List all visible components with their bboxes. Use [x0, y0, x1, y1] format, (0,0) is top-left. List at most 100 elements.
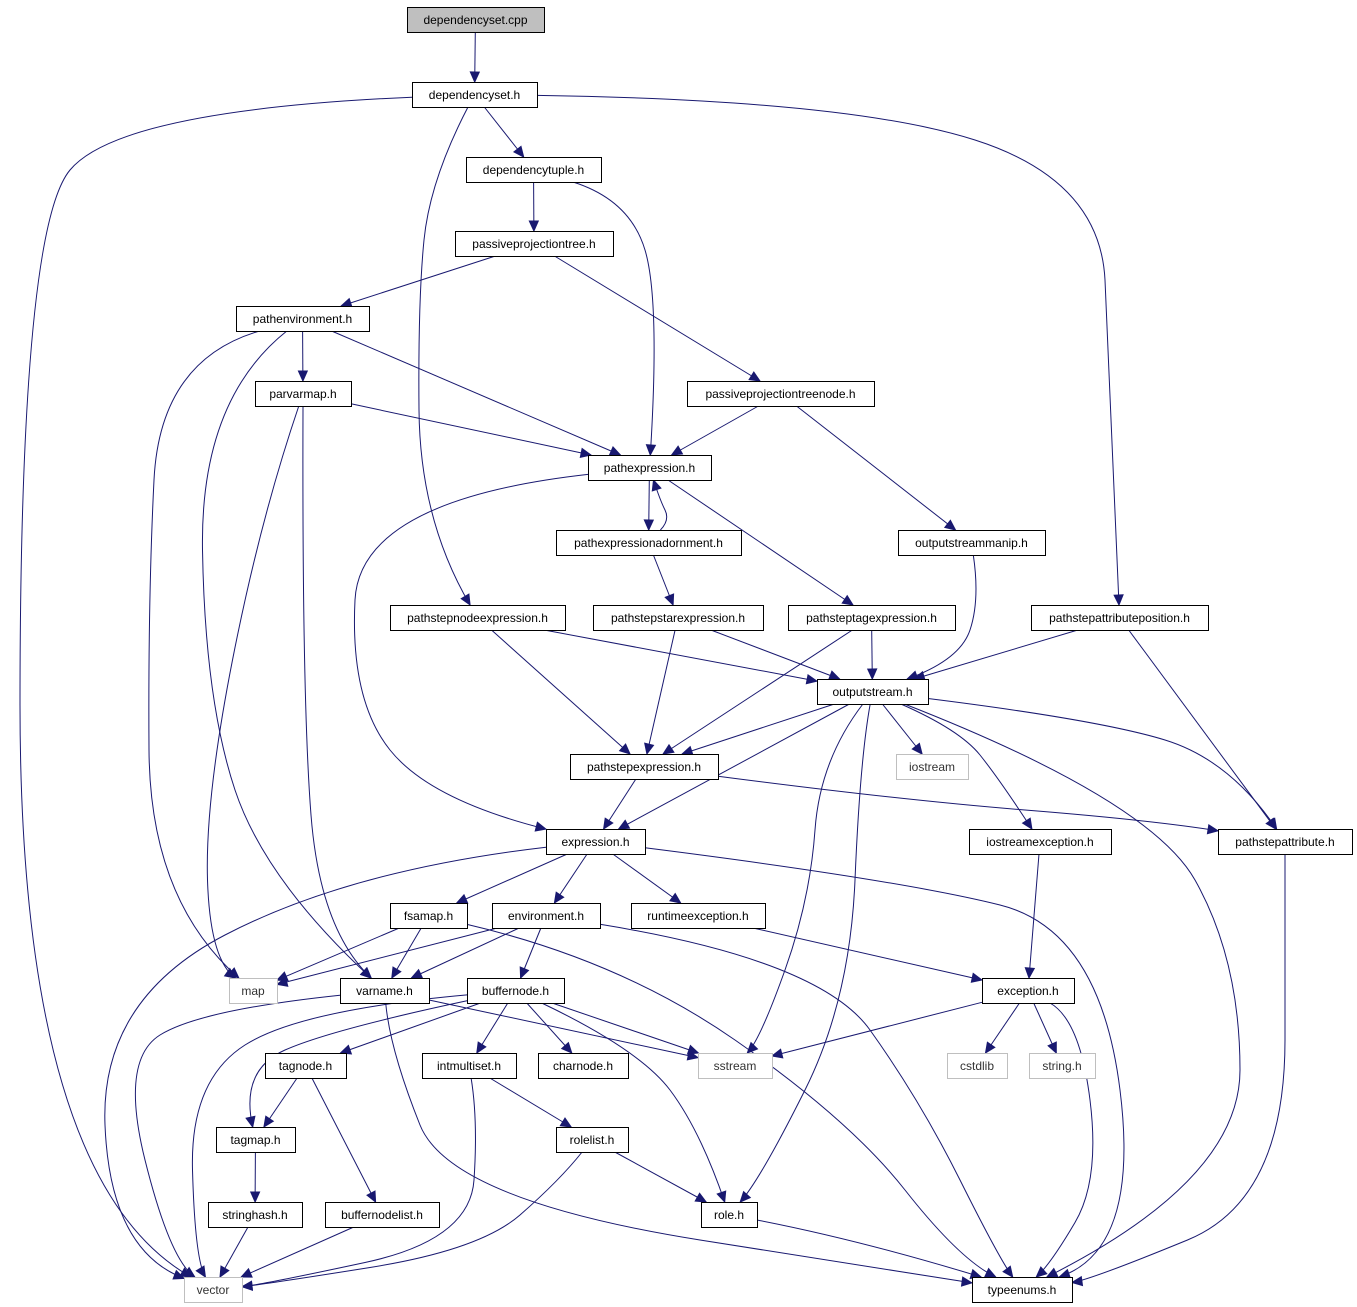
edge-expression_h-to-runtimeexception_h — [612, 853, 681, 904]
edge-arrowhead — [662, 743, 675, 755]
edge-environment_h-to-typeenums_h — [599, 923, 1014, 1278]
node-typeenums-h[interactable]: typeenums.h — [972, 1277, 1073, 1303]
node-map: map — [229, 978, 278, 1004]
node-outputstream-h[interactable]: outputstream.h — [817, 679, 929, 705]
edge-arrowhead — [359, 967, 373, 979]
node-varname-h[interactable]: varname.h — [340, 978, 430, 1004]
node-string-h: string.h — [1029, 1053, 1096, 1079]
edge-dependencyset_h-to-dependencytuple_h — [483, 106, 525, 158]
edge-parvarmap_h-to-varname_h — [302, 405, 372, 979]
node-intmultiset-h[interactable]: intmultiset.h — [422, 1053, 517, 1079]
edge-buffernode_h-to-charnode_h — [526, 1002, 573, 1054]
edge-dependencyset_h-to-vector — [19, 96, 413, 1278]
edge-varname_h-to-vector — [134, 994, 341, 1278]
node-label: stringhash.h — [222, 1208, 287, 1222]
edge-arrowhead — [455, 893, 469, 904]
node-label: pathstepattribute.h — [1235, 835, 1334, 849]
node-outputstreammanip-h[interactable]: outputstreammanip.h — [898, 530, 1046, 556]
node-label: pathstepnodeexpression.h — [407, 611, 548, 625]
edge-arrowhead — [1047, 1041, 1057, 1055]
node-cstdlib: cstdlib — [947, 1053, 1008, 1079]
edge-expression_h-to-typeenums_h — [644, 847, 1125, 1278]
node-tagnode-h[interactable]: tagnode.h — [265, 1053, 347, 1079]
node-box — [325, 1202, 440, 1228]
node-label: buffernode.h — [482, 984, 549, 998]
node-environment-h[interactable]: environment.h — [492, 903, 601, 929]
node-dependencytuple-h[interactable]: dependencytuple.h — [466, 157, 602, 183]
node-pathexpressionadornment-h[interactable]: pathexpressionadornment.h — [556, 530, 742, 556]
node-passiveprojectiontree-h[interactable]: passiveprojectiontree.h — [455, 231, 614, 257]
edge-rolelist_h-to-vector — [241, 1151, 583, 1288]
node-label: varname.h — [356, 984, 413, 998]
node-dependencyset-h[interactable]: dependencyset.h — [412, 82, 538, 108]
edge-passiveprojectiontree_h-to-passiveprojectiontreenode_h — [554, 255, 761, 382]
edge-pathstepattribute_h-to-typeenums_h — [1071, 853, 1286, 1283]
node-label: sstream — [714, 1059, 757, 1073]
edge-passiveprojectiontree_h-to-pathenvironment_h — [340, 255, 496, 307]
node-label: pathsteptagexpression.h — [806, 611, 937, 625]
node-label: iostream — [909, 760, 955, 774]
node-stringhash-h[interactable]: stringhash.h — [208, 1202, 303, 1228]
node-buffernodelist-h[interactable]: buffernodelist.h — [325, 1202, 440, 1228]
edge-buffernode_h-to-role_h — [541, 1002, 726, 1203]
node-parvarmap-h[interactable]: parvarmap.h — [255, 381, 352, 407]
node-pathstepexpression-h[interactable]: pathstepexpression.h — [570, 754, 719, 780]
edge-parvarmap_h-to-map — [206, 405, 300, 979]
node-rolelist-h[interactable]: rolelist.h — [556, 1127, 629, 1153]
node-charnode-h[interactable]: charnode.h — [538, 1053, 629, 1079]
edge-arrowhead — [1266, 817, 1278, 831]
node-box — [236, 306, 370, 332]
edge-arrowhead — [297, 370, 309, 383]
edge-environment_h-to-varname_h — [411, 927, 520, 979]
node-passiveprojectiontreenode-h[interactable]: passiveprojectiontreenode.h — [687, 381, 875, 407]
node-label: dependencyset.cpp — [423, 13, 527, 27]
node-label: expression.h — [561, 835, 629, 849]
edge-arrowhead — [245, 1115, 256, 1129]
edge-buffernodelist_h-to-vector — [240, 1226, 355, 1278]
edge-arrowhead — [512, 145, 525, 158]
edge-passiveprojectiontreenode_h-to-pathexpression_h — [671, 405, 759, 456]
node-pathsteptagexpression-h[interactable]: pathsteptagexpression.h — [788, 605, 956, 631]
node-tagmap-h[interactable]: tagmap.h — [216, 1127, 296, 1153]
edge-outputstream_h-to-pathstepexpression_h — [681, 703, 835, 755]
node-label: pathstepstarexpression.h — [611, 611, 745, 625]
node-pathexpression-h[interactable]: pathexpression.h — [588, 455, 712, 481]
node-box — [588, 455, 712, 481]
node-role-h[interactable]: role.h — [701, 1202, 758, 1228]
dependency-nodes: dependencyset.cpp dependencyset.h dependen… — [184, 7, 1353, 1303]
edge-arrowhead — [219, 1265, 230, 1279]
node-buffernode-h[interactable]: buffernode.h — [467, 978, 565, 1004]
edge-arrowhead — [670, 445, 684, 456]
node-pathstepattributeposition-h[interactable]: pathstepattributeposition.h — [1031, 605, 1209, 631]
node-box — [390, 605, 566, 631]
node-pathenvironment-h[interactable]: pathenvironment.h — [236, 306, 370, 332]
node-box — [184, 1277, 243, 1303]
node-label: buffernodelist.h — [341, 1208, 423, 1222]
node-iostreamexception-h[interactable]: iostreamexception.h — [969, 829, 1112, 855]
node-exception-h[interactable]: exception.h — [982, 978, 1075, 1004]
edge-outputstream_h-to-iostreamexception_h — [900, 703, 1033, 830]
edge-arrowhead — [651, 478, 662, 492]
node-expression-h[interactable]: expression.h — [546, 829, 646, 855]
node-box — [982, 978, 1075, 1004]
edge-arrowhead — [534, 821, 548, 832]
node-dependencyset-cpp[interactable]: dependencyset.cpp — [407, 7, 545, 33]
node-pathstepattribute-h[interactable]: pathstepattribute.h — [1218, 829, 1353, 855]
node-pathstepstarexpression-h[interactable]: pathstepstarexpression.h — [593, 605, 764, 631]
edge-arrowhead — [770, 1048, 784, 1059]
edge-arrowhead — [841, 594, 855, 606]
edge-arrowhead — [984, 1041, 996, 1055]
edge-rolelist_h-to-role_h — [614, 1151, 707, 1203]
edge-intmultiset_h-to-rolelist_h — [489, 1077, 572, 1128]
node-label: passiveprojectiontree.h — [472, 237, 595, 251]
node-label: fsamap.h — [404, 909, 453, 923]
edge-outputstream_h-to-sstream — [746, 703, 864, 1054]
node-runtimeexception-h[interactable]: runtimeexception.h — [631, 903, 766, 929]
node-pathstepnodeexpression-h[interactable]: pathstepnodeexpression.h — [390, 605, 566, 631]
edge-expression_h-to-fsamap_h — [456, 853, 568, 904]
edge-arrowhead — [366, 1190, 377, 1204]
edge-arrowhead — [618, 743, 631, 755]
edge-arrowhead — [1206, 823, 1220, 835]
node-box — [255, 381, 352, 407]
node-fsamap-h[interactable]: fsamap.h — [390, 903, 468, 929]
